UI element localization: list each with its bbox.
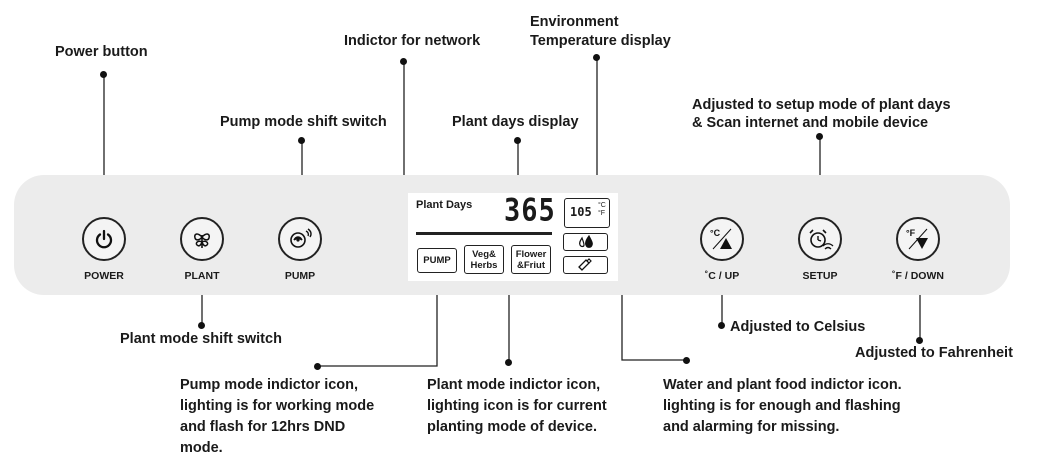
dot-plant-switch xyxy=(198,322,205,329)
callout-env-temp-2: Temperature display xyxy=(530,33,671,49)
callout-plant-days: Plant days display xyxy=(452,114,579,130)
callout-plant-icon-3: planting mode of device. xyxy=(427,419,597,435)
pump-caption: PUMP xyxy=(284,270,316,282)
callout-setup-1: Adjusted to setup mode of plant days xyxy=(692,97,951,113)
plant-food-indicator-chip xyxy=(563,256,608,274)
flower-fruit-chip: Flower &Friut xyxy=(511,245,551,274)
plant-days-value: 365 xyxy=(504,192,556,229)
fahrenheit-down-button[interactable]: °F xyxy=(896,217,940,261)
callout-pump-icon-2: lighting is for working mode xyxy=(180,398,375,414)
pump-button[interactable] xyxy=(278,217,322,261)
unit-fahrenheit: °F xyxy=(598,210,606,217)
pump-indicator-chip: PUMP xyxy=(417,248,457,273)
dot-pump-icon xyxy=(314,363,321,370)
setup-button[interactable] xyxy=(798,217,842,261)
callout-pump-switch: Pump mode shift switch xyxy=(220,114,387,130)
callout-plant-icon-2: lighting icon is for current xyxy=(427,398,607,414)
callout-plant-switch: Plant mode shift switch xyxy=(120,331,282,347)
callout-setup-2: & Scan internet and mobile device xyxy=(692,115,929,131)
temperature-units: °C °F xyxy=(598,202,606,218)
callout-celsius: Adjusted to Celsius xyxy=(730,319,866,335)
callout-env-temp-1: Environment xyxy=(530,14,619,30)
plant-food-bottle-icon xyxy=(577,258,592,271)
leader-pump-icon xyxy=(318,289,438,367)
dot-fahrenheit xyxy=(916,337,923,344)
dot-plant-icon xyxy=(505,359,512,366)
svg-text:°F: °F xyxy=(906,228,916,238)
temperature-value: 105 xyxy=(570,205,592,219)
dot-pump-switch xyxy=(298,137,305,144)
power-icon xyxy=(95,229,113,249)
plant-icon xyxy=(194,233,210,249)
water-indicator-chip xyxy=(563,233,608,251)
callout-fahrenheit: Adjusted to Fahrenheit xyxy=(855,345,1013,361)
power-button[interactable] xyxy=(82,217,126,261)
svg-text:°C: °C xyxy=(710,228,721,238)
dot-setup xyxy=(816,133,823,140)
veg-herbs-chip: Veg& Herbs xyxy=(464,245,504,274)
dot-plant-days xyxy=(514,137,521,144)
alarm-clock-wifi-icon xyxy=(809,229,834,250)
power-caption: POWER xyxy=(84,270,124,282)
plant-button[interactable] xyxy=(180,217,224,261)
dot-power xyxy=(100,71,107,78)
callout-pump-icon-1: Pump mode indictor icon, xyxy=(180,377,359,393)
plant-caption: PLANT xyxy=(184,270,220,282)
callout-plant-icon-1: Plant mode indictor icon, xyxy=(427,377,601,393)
fahrenheit-down-caption: ˚F / DOWN xyxy=(892,270,944,282)
dot-network xyxy=(400,58,407,65)
dot-water-icon xyxy=(683,357,690,364)
callout-pump-icon-3: and flash for 12hrs DND xyxy=(180,419,346,435)
celsius-up-button[interactable]: °C xyxy=(700,217,744,261)
celsius-up-icon: °C xyxy=(710,228,732,250)
network-indicator-bar xyxy=(416,232,552,235)
callout-water-icon-3: and alarming for missing. xyxy=(663,419,840,435)
fahrenheit-down-icon: °F xyxy=(906,228,928,250)
display-title: Plant Days xyxy=(416,199,473,211)
callout-power-button: Power button xyxy=(55,44,148,60)
celsius-up-caption: ˚C / UP xyxy=(704,270,740,282)
pump-icon xyxy=(290,228,312,248)
callout-pump-icon-4: mode. xyxy=(180,440,223,456)
unit-celsius: °C xyxy=(598,202,606,209)
dot-env-temp xyxy=(593,54,600,61)
lcd-display: Plant Days 365 105 °C °F PUMP Veg& Herbs… xyxy=(408,193,618,281)
dot-celsius xyxy=(718,322,725,329)
callout-network: Indictor for network xyxy=(344,33,481,49)
temperature-readout: 105 °C °F xyxy=(564,198,610,228)
callout-water-icon-2: lighting is for enough and flashing xyxy=(663,398,901,414)
setup-caption: SETUP xyxy=(802,270,838,282)
water-drop-icon xyxy=(578,235,593,248)
callout-water-icon-1: Water and plant food indictor icon. xyxy=(663,377,902,393)
